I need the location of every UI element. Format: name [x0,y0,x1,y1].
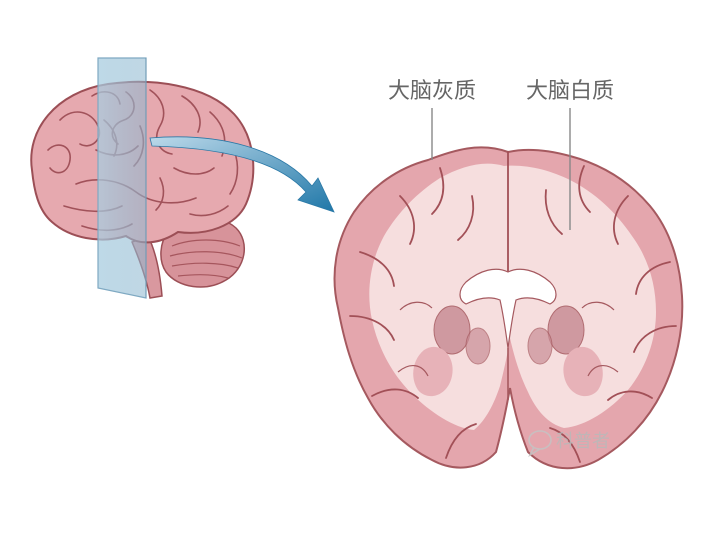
watermark: 科普者 [528,430,610,458]
gray-matter-label: 大脑灰质 [388,79,476,104]
cortical-sulci [349,151,677,463]
coronal-section-plane [97,57,147,299]
deep-gray-nuclei [433,305,585,365]
chat-bubble-icon [528,430,552,458]
white-matter-label: 大脑白质 [526,79,614,104]
watermark-text: 科普者 [556,431,610,452]
coronal-brain-section [333,146,684,470]
whole-brain-illustration [30,57,255,299]
transition-arrow [149,136,335,213]
